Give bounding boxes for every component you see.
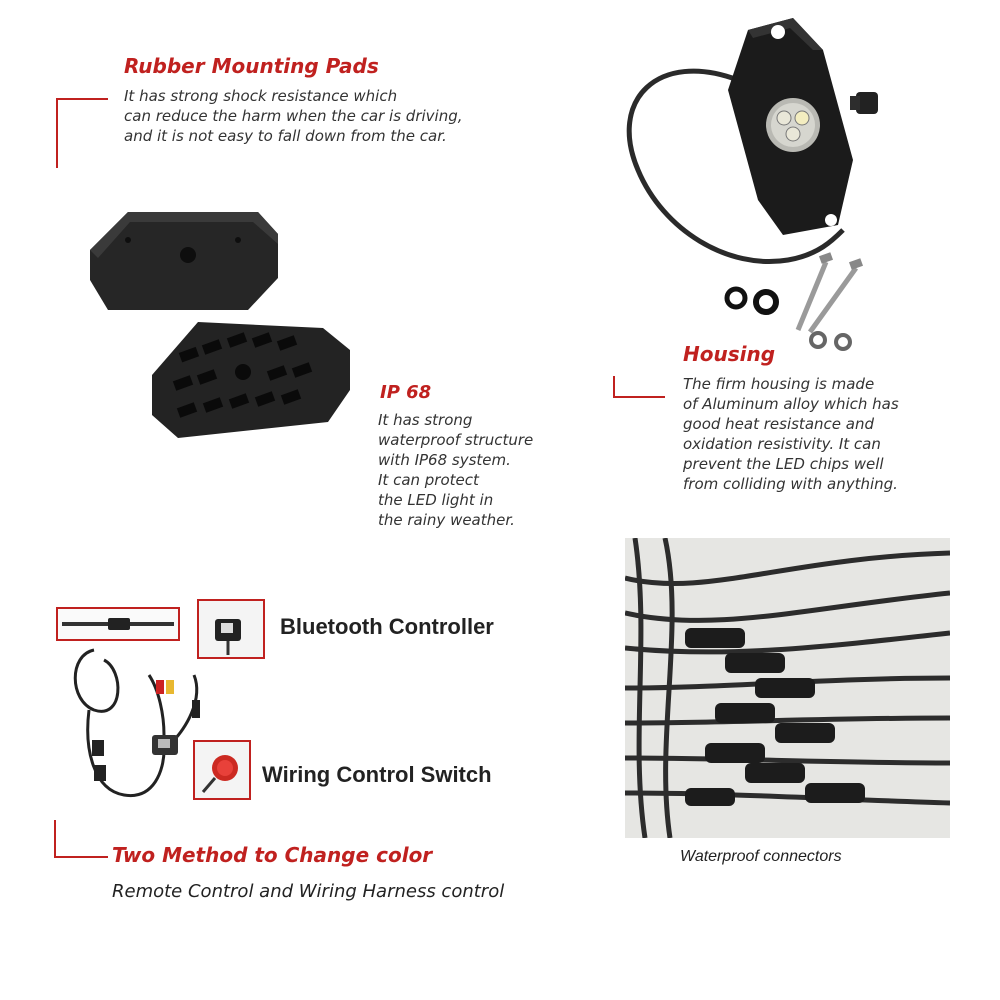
connector-thumb-frame: [56, 607, 180, 641]
methods-title: Two Method to Change color: [112, 843, 433, 867]
rubber-description: It has strong shock resistance which can…: [124, 86, 463, 146]
rubber-line: can reduce the harm when the car is driv…: [124, 107, 463, 125]
housing-line: of Aluminum alloy which has: [683, 395, 899, 413]
ip68-line: with IP68 system.: [378, 451, 511, 469]
wiring-switch-label: Wiring Control Switch: [262, 762, 492, 787]
washer: [753, 289, 779, 315]
methods-subtitle: Remote Control and Wiring Harness contro…: [112, 881, 505, 902]
housing-bracket: [613, 376, 665, 398]
washer: [724, 286, 748, 310]
housing-title: Housing: [683, 342, 776, 366]
switch-thumb-frame: [193, 740, 251, 800]
ip68-line: the LED light in: [378, 491, 494, 509]
housing-line: oxidation resistivity. It can: [683, 435, 881, 453]
rubber-line: It has strong shock resistance which: [124, 87, 398, 105]
nut: [809, 331, 827, 349]
ip68-description: It has strong waterproof structure with …: [378, 410, 533, 530]
ip68-line: waterproof structure: [378, 431, 534, 449]
rubber-bracket: [56, 98, 108, 168]
waterproof-connectors-image: [625, 538, 950, 838]
screw: [807, 266, 859, 334]
rubber-pads-image: [90, 212, 350, 438]
ip68-line: It has strong: [378, 411, 473, 429]
rubber-line: and it is not easy to fall down from the…: [124, 127, 447, 145]
housing-line: prevent the LED chips well: [683, 455, 884, 473]
nut: [834, 333, 852, 351]
bluetooth-thumb-frame: [197, 599, 265, 659]
housing-description: The firm housing is made of Aluminum all…: [683, 374, 899, 494]
housing-line: The firm housing is made: [683, 375, 875, 393]
wiring-harness-image: [73, 648, 200, 797]
ip68-line: It can protect: [378, 471, 479, 489]
screw: [795, 261, 829, 331]
rubber-pad-bottom: [152, 322, 350, 438]
rock-light-image: [626, 18, 878, 351]
ip68-title: IP 68: [380, 382, 432, 403]
bluetooth-controller-label: Bluetooth Controller: [280, 614, 494, 639]
housing-line: good heat resistance and: [683, 415, 874, 433]
rock-light-cable: [626, 68, 845, 264]
housing-line: from colliding with anything.: [683, 475, 898, 493]
methods-bracket: [54, 820, 108, 858]
ip68-line: the rainy weather.: [378, 511, 515, 529]
rubber-title: Rubber Mounting Pads: [124, 54, 379, 78]
connectors-caption: Waterproof connectors: [680, 848, 842, 865]
